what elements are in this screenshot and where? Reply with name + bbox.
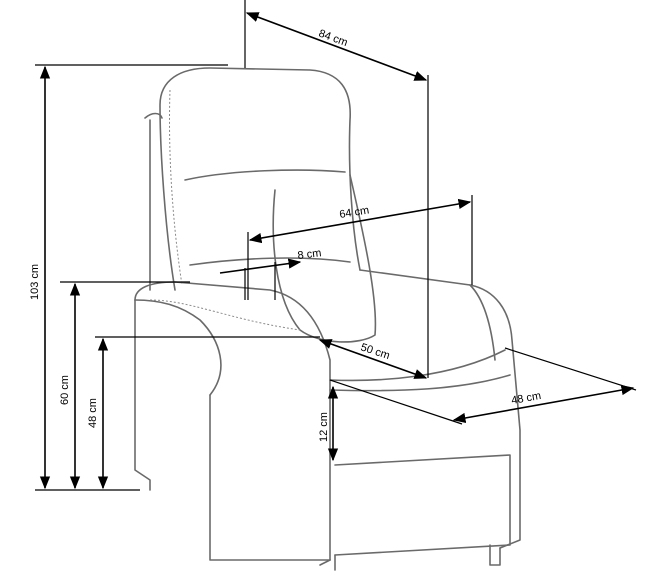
extension-lines xyxy=(35,0,637,491)
label-8: 8 cm xyxy=(297,247,322,262)
dim-48-width xyxy=(452,384,635,424)
dim-8 xyxy=(219,258,302,274)
label-48-height: 48 cm xyxy=(87,398,99,428)
label-12: 12 cm xyxy=(318,412,330,442)
label-64: 64 cm xyxy=(339,204,370,221)
label-60: 60 cm xyxy=(59,375,71,405)
dim-84 xyxy=(245,12,428,81)
label-48-width: 48 cm xyxy=(510,390,542,407)
dim-64 xyxy=(248,198,472,244)
chair-outline xyxy=(134,67,521,571)
label-103: 103 cm xyxy=(29,264,41,300)
dim-50 xyxy=(318,339,428,379)
dimension-lines xyxy=(39,12,635,490)
